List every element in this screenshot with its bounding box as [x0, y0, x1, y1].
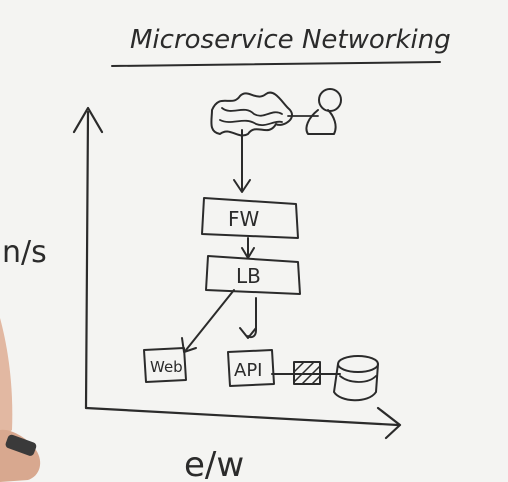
firewall-label: FW — [228, 207, 260, 231]
marker-pen — [0, 318, 41, 482]
cloud-to-fw-arrowhead — [233, 179, 251, 193]
horizontal-axis-label: e/w — [184, 445, 244, 482]
api-label: API — [234, 360, 262, 381]
lb-to-web-arrow — [185, 289, 235, 351]
load-balancer-node: LB — [205, 255, 301, 295]
cloud-icon — [210, 91, 294, 137]
web-node: Web — [143, 347, 187, 383]
hatched-box-icon — [293, 361, 321, 385]
vertical-axis-label: n/s — [2, 235, 47, 270]
horizontal-axis — [84, 406, 400, 427]
lb-to-api-arrow — [247, 297, 257, 339]
title-underline — [111, 61, 441, 67]
horizontal-axis-arrowhead — [376, 406, 402, 440]
diagram-title: Microservice Networking — [130, 25, 451, 55]
web-label: Web — [150, 358, 183, 376]
load-balancer-label: LB — [236, 264, 261, 288]
lb-to-api-arrowhead — [239, 327, 257, 339]
firewall-node: FW — [201, 197, 299, 239]
api-node: API — [227, 349, 275, 387]
vertical-axis — [84, 110, 90, 410]
database-icon — [333, 355, 379, 402]
vertical-axis-arrowhead — [72, 106, 104, 134]
user-icon — [287, 88, 342, 135]
